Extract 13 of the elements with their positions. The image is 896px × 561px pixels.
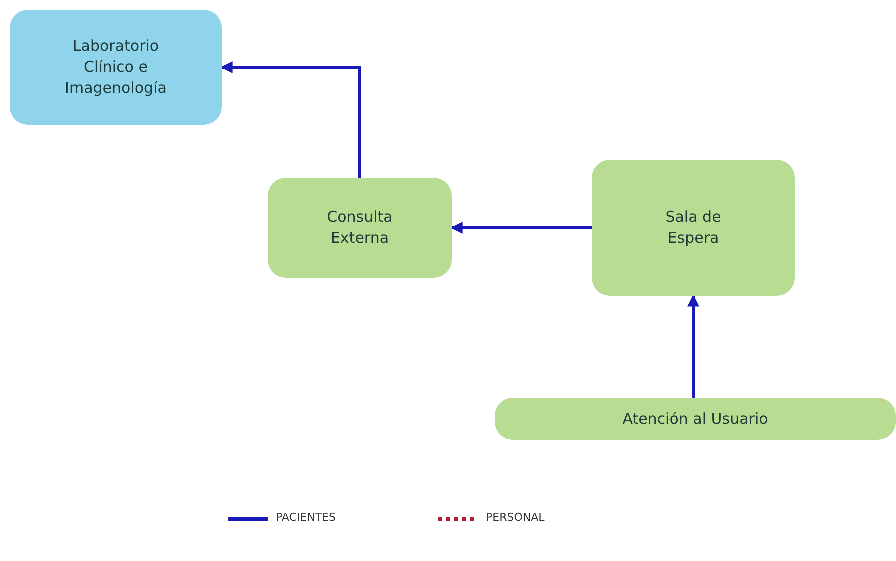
arrow [220,62,362,178]
process-box [268,178,452,278]
node-label: Sala de Espera [664,207,722,249]
node-label: Consulta Externa [326,207,394,249]
process-box [592,160,795,296]
legend-label: PERSONAL [486,511,545,524]
node-label: Laboratorio Clínico e Imagenología [64,36,168,99]
legend-label: PACIENTES [276,511,336,524]
process-box [495,398,896,440]
arrow [688,294,700,398]
node-label: Atención al Usuario [622,408,770,430]
process-box [10,10,222,125]
arrow [450,222,592,234]
